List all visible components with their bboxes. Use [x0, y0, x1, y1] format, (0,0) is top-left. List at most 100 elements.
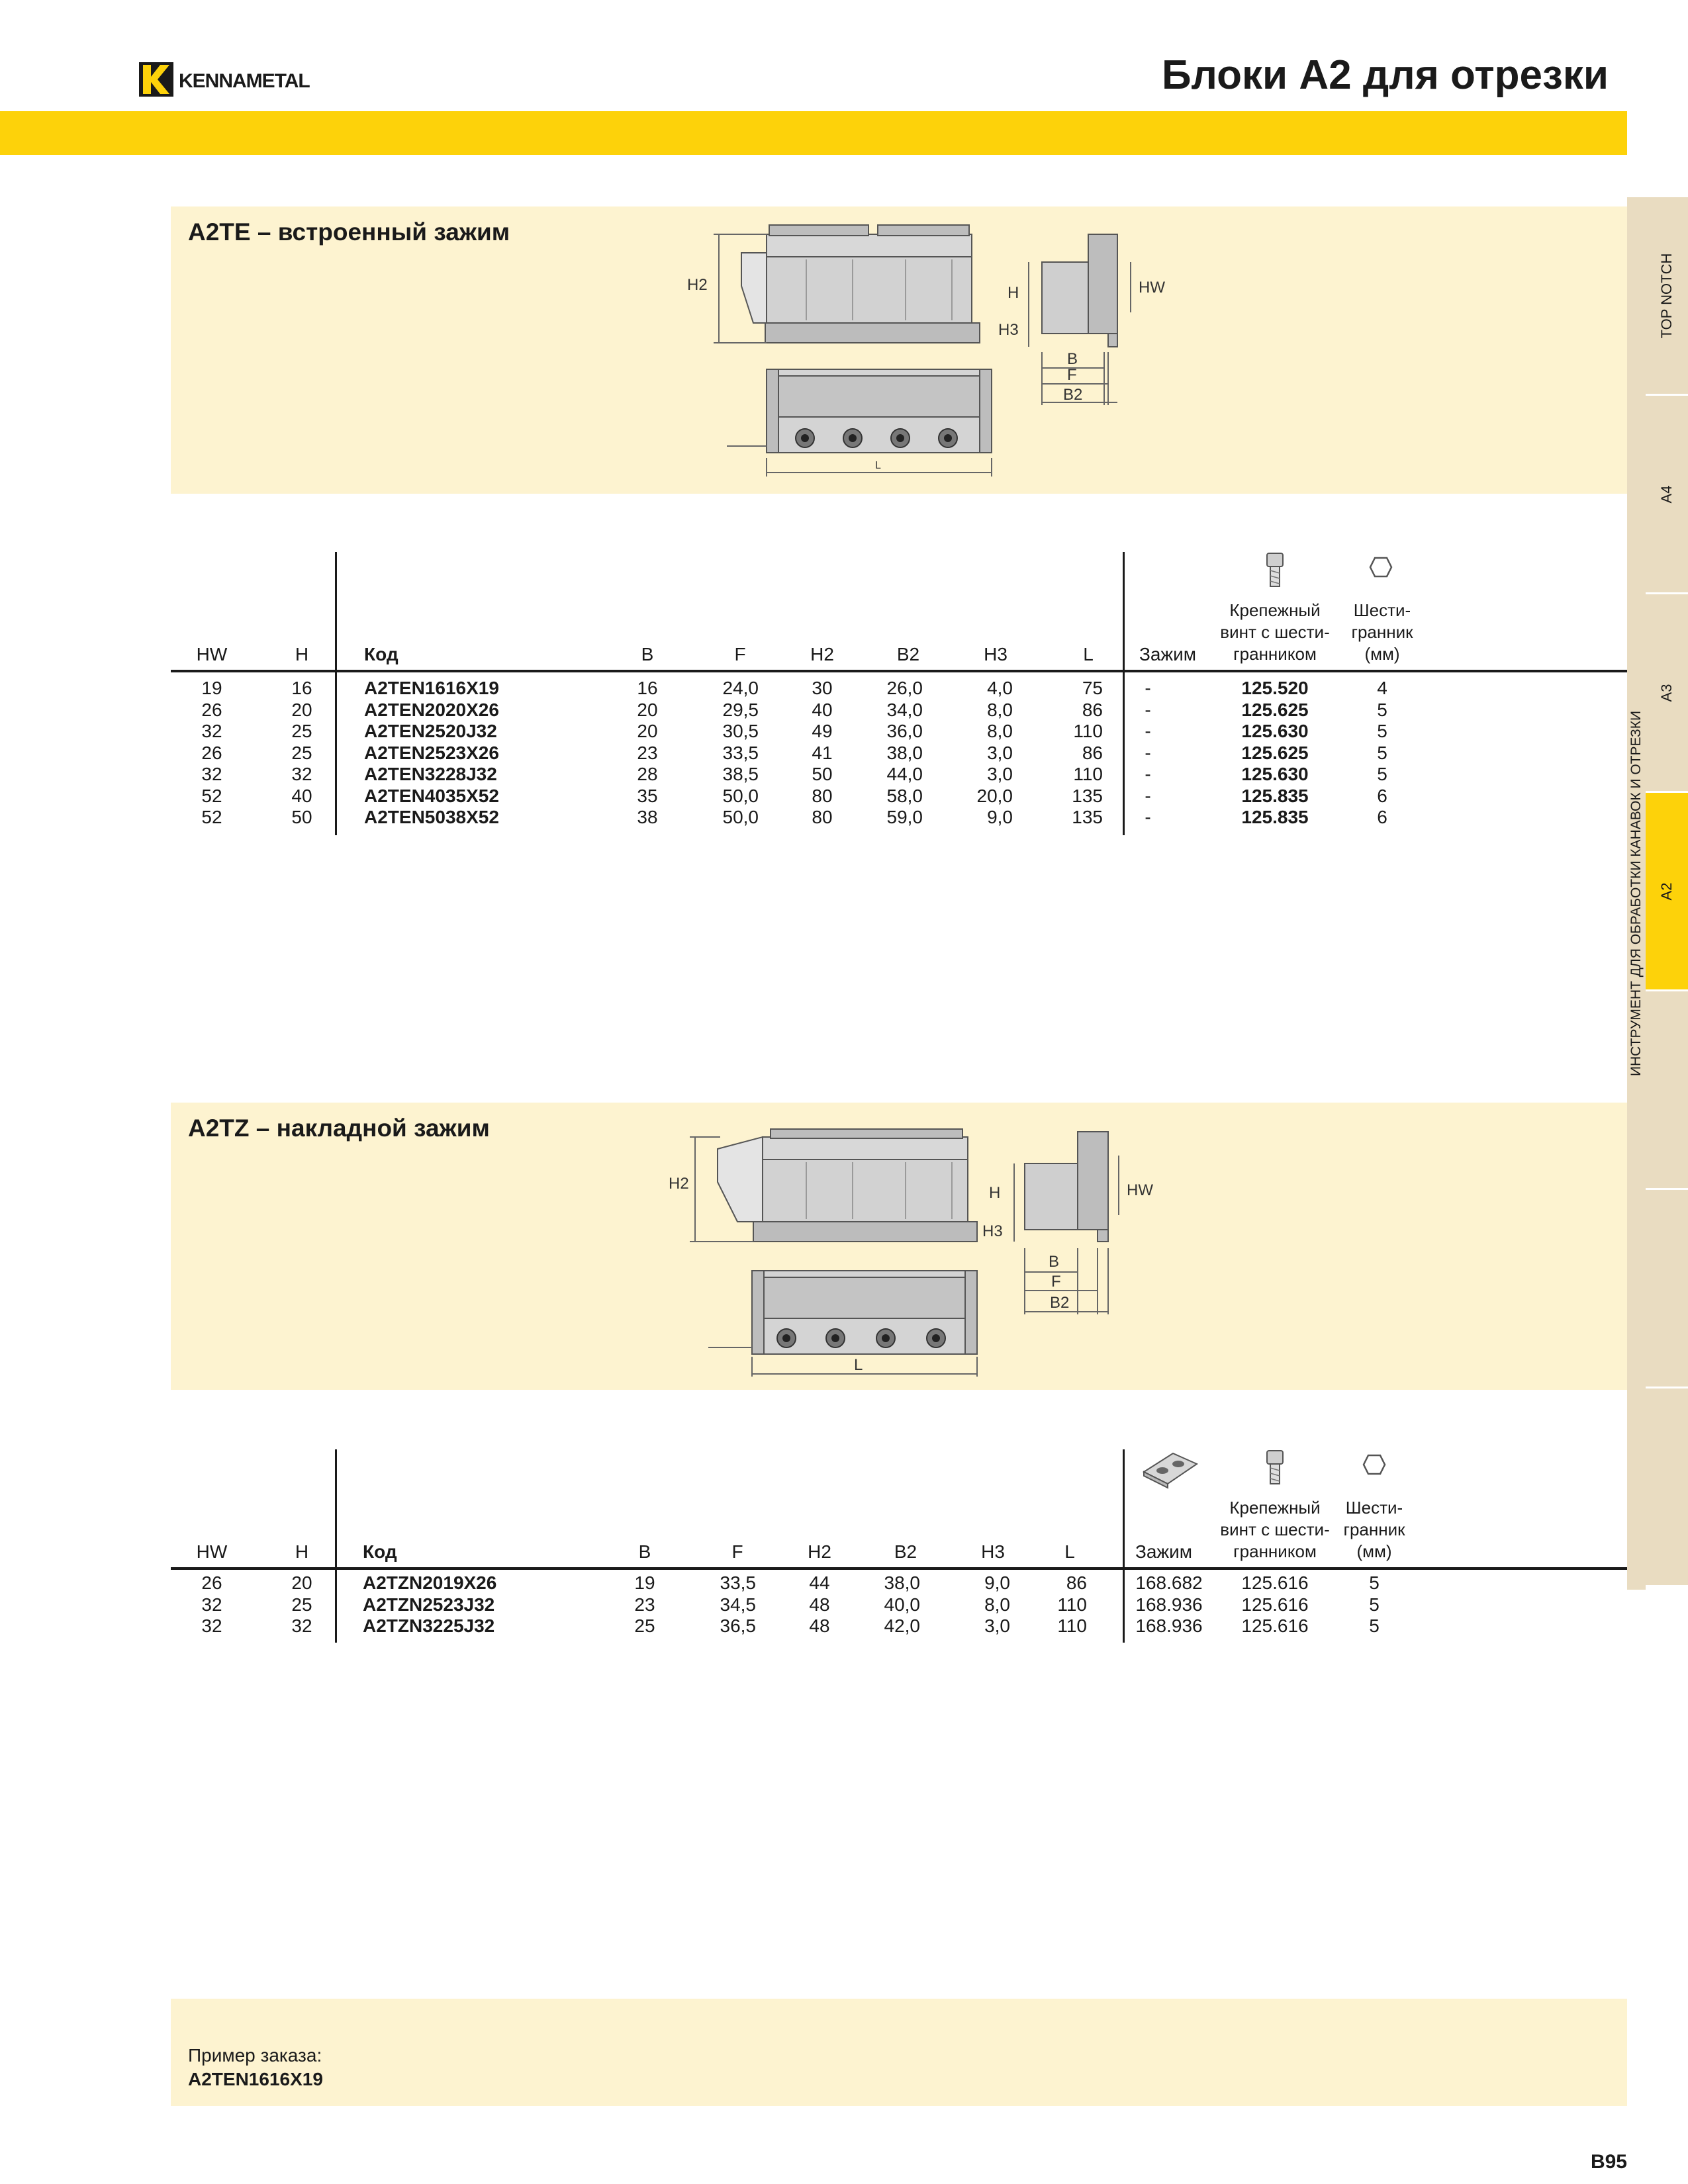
cell-f: 29,5 [722, 699, 759, 720]
page-title: Блоки A2 для отрезки [1161, 52, 1609, 98]
cell-h3: 3,0 [987, 764, 1013, 784]
cell-hex: 5 [1377, 742, 1387, 763]
svg-text:L: L [854, 1356, 863, 1374]
cell-h: 25 [291, 742, 312, 763]
svg-text:B: B [1067, 350, 1078, 368]
section-a2tz-title: A2TZ – накладной зажим [188, 1115, 490, 1142]
cell-b: 20 [637, 699, 658, 720]
sidebar-tab-a2[interactable]: A2 [1646, 793, 1688, 991]
col-header-b2: B2 [896, 644, 920, 664]
cell-l: 110 [1057, 1594, 1087, 1615]
cell-hex: 5 [1369, 1615, 1380, 1636]
svg-text:H2: H2 [669, 1175, 689, 1193]
cell-b: 35 [637, 785, 658, 806]
table-header-rule [171, 670, 1627, 672]
cell-h: 32 [291, 764, 312, 784]
cell-f: 50,0 [722, 807, 759, 827]
col-header-hw: HW [196, 644, 228, 664]
page-number: B95 [1590, 2151, 1627, 2173]
cell-h2: 40 [812, 699, 833, 720]
cell-hw: 26 [201, 742, 222, 763]
cell-h: 20 [291, 699, 312, 720]
cell-code: A2TEN1616X19 [364, 678, 499, 698]
cell-clamp: - [1145, 699, 1151, 720]
cell-f: 34,5 [720, 1594, 757, 1615]
cell-h2: 44 [809, 1572, 830, 1593]
section-a2te-title: A2TE – встроенный зажим [188, 218, 510, 246]
sidebar-tab-blank-5[interactable] [1646, 1190, 1688, 1388]
kennametal-logo: KENNAMETAL [139, 61, 312, 98]
order-example-label: Пример заказа: [188, 2045, 322, 2066]
cell-screw: 125.625 [1241, 699, 1309, 720]
a2te-drawing: H2 HW H H3 B F B2 [687, 224, 1165, 477]
cell-l: 75 [1082, 678, 1103, 698]
cell-code: A2TZN2019X26 [363, 1572, 497, 1593]
cell-clamp: - [1145, 721, 1151, 741]
cell-screw: 125.835 [1241, 785, 1309, 806]
cell-f: 30,5 [722, 721, 759, 741]
cell-h2: 30 [812, 678, 833, 698]
cell-clamp: - [1145, 678, 1151, 698]
cell-h3: 8,0 [987, 721, 1013, 741]
cell-b2: 42,0 [884, 1615, 921, 1636]
cell-l: 110 [1073, 721, 1103, 741]
cell-screw: 125.835 [1241, 807, 1309, 827]
col-header-hex: Шести- гранник (мм) [1343, 1498, 1405, 1561]
cell-h: 32 [291, 1615, 312, 1636]
cell-clamp: - [1145, 764, 1151, 784]
cell-b2: 59,0 [886, 807, 923, 827]
cell-h2: 50 [812, 764, 833, 784]
cell-code: A2TZN2523J32 [363, 1594, 495, 1615]
cell-b2: 38,0 [886, 742, 923, 763]
cell-clamp: - [1145, 785, 1151, 806]
cell-l: 135 [1072, 785, 1103, 806]
sidebar-tab-top-notch[interactable]: TOP NOTCH [1646, 197, 1688, 396]
col-header-h: H [295, 644, 309, 664]
cell-h: 25 [291, 721, 312, 741]
cell-code: A2TEN2523X26 [364, 742, 499, 763]
sidebar-tab-blank-6[interactable] [1646, 1388, 1688, 1587]
sidebar-tab-a3[interactable]: A3 [1646, 594, 1688, 793]
cell-screw: 125.520 [1241, 678, 1309, 698]
svg-text:L: L [875, 460, 881, 471]
cell-code: A2TEN3228J32 [364, 764, 497, 784]
cell-h2: 80 [812, 785, 833, 806]
cell-h: 40 [291, 785, 312, 806]
col-header-h: H [295, 1541, 309, 1562]
svg-text:B: B [1049, 1253, 1059, 1271]
hex-key-icon [1369, 557, 1393, 578]
cell-hw: 52 [201, 785, 222, 806]
col-header-b: B [641, 644, 654, 664]
cell-screw: 125.616 [1241, 1594, 1309, 1615]
col-header-screw: Крепежный винт с шести- гранником [1220, 600, 1330, 664]
order-example-panel: Пример заказа: A2TEN1616X19 [171, 1999, 1627, 2106]
cell-l: 135 [1072, 807, 1103, 827]
cell-screw: 125.630 [1241, 721, 1309, 741]
sidebar-tab-a4[interactable]: A4 [1646, 396, 1688, 594]
cell-f: 36,5 [720, 1615, 757, 1636]
table-divider [1123, 552, 1125, 835]
section-a2tz-panel: A2TZ – накладной зажим H2 [171, 1103, 1627, 1390]
cell-hw: 32 [201, 721, 222, 741]
cell-hw: 32 [201, 764, 222, 784]
cell-hex: 5 [1369, 1594, 1380, 1615]
sidebar-tab-label: A4 [1658, 485, 1675, 503]
svg-text:B2: B2 [1050, 1294, 1069, 1312]
cell-b2: 38,0 [884, 1572, 921, 1593]
cell-l: 86 [1082, 699, 1103, 720]
sidebar-tab-label: TOP NOTCH [1658, 253, 1675, 338]
sidebar-tab-blank-4[interactable] [1646, 991, 1688, 1190]
cell-code: A2TEN2520J32 [364, 721, 497, 741]
cell-h2: 49 [812, 721, 833, 741]
svg-text:HW: HW [1127, 1181, 1153, 1199]
cell-b: 38 [637, 807, 658, 827]
cell-clamp: 168.936 [1135, 1594, 1203, 1615]
cell-code: A2TZN3225J32 [363, 1615, 495, 1636]
